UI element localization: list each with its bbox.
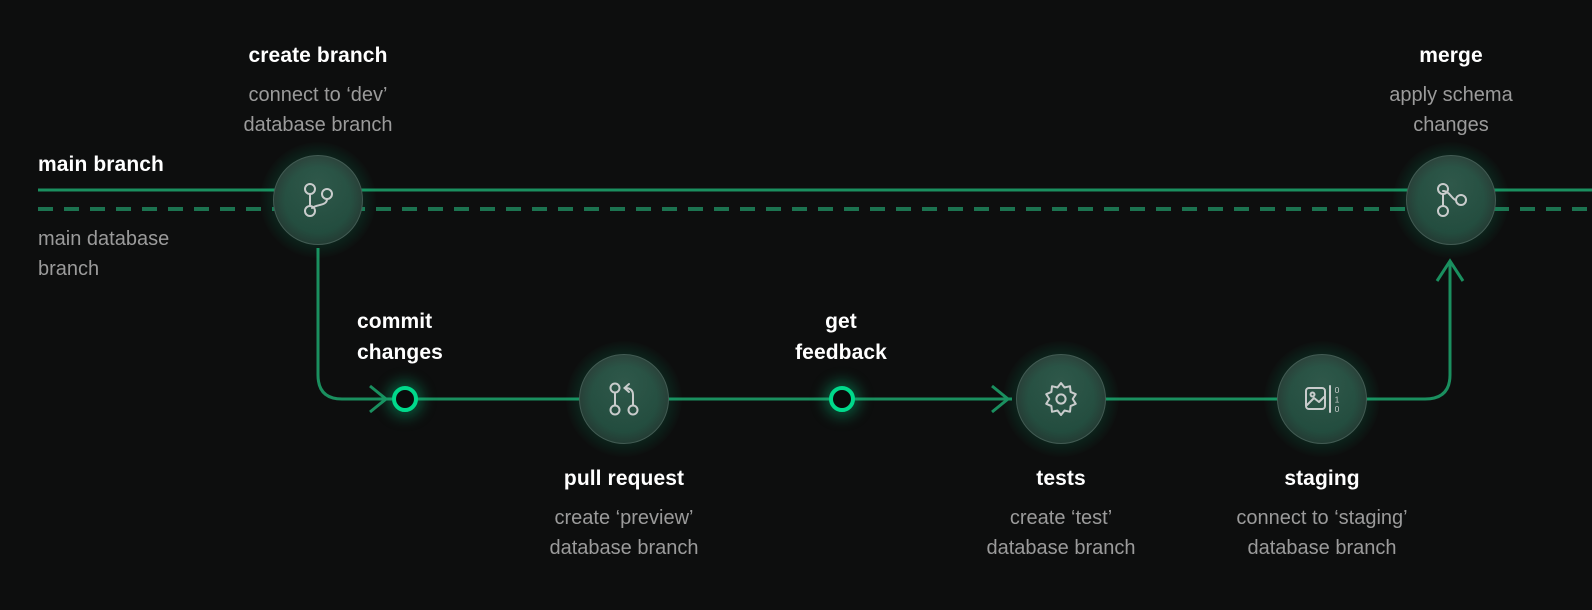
get-feedback-title-line2: feedback <box>795 341 887 364</box>
git-pull-request-icon <box>601 376 647 422</box>
node-commit-changes[interactable] <box>392 386 418 412</box>
node-get-feedback[interactable] <box>829 386 855 412</box>
staging-subtitle-line1: connect to ‘staging’ <box>1236 507 1408 529</box>
node-pull-request[interactable] <box>566 341 682 457</box>
merge-subtitle-line1: apply schema <box>1389 84 1513 106</box>
staging-title: staging <box>1284 467 1360 490</box>
image-binary-icon: 0 1 0 <box>1299 376 1345 422</box>
staging-to-merge-wire <box>1365 258 1465 401</box>
pull-request-title: pull request <box>563 467 685 490</box>
create-branch-subtitle-line1: connect to ‘dev’ <box>248 84 388 106</box>
tests-subtitle-line1: create ‘test’ <box>1009 507 1113 529</box>
staging-subtitle-line2: database branch <box>1247 537 1397 559</box>
git-branch-icon <box>295 177 341 223</box>
get-feedback-title-line1: get <box>825 310 857 333</box>
gear-icon <box>1038 376 1084 422</box>
merge-subtitle-line2: changes <box>1413 114 1489 136</box>
commit-changes-title-line2: changes <box>357 341 443 364</box>
feedback-to-tests-wire <box>843 384 1012 414</box>
svg-text:1: 1 <box>1335 395 1340 405</box>
commit-changes-title-line1: commit <box>357 310 433 333</box>
git-merge-icon <box>1428 177 1474 223</box>
node-staging[interactable]: 0 1 0 <box>1264 341 1380 457</box>
create-branch-title: create branch <box>248 44 388 67</box>
main-database-branch-label-line2: branch <box>38 258 100 280</box>
svg-text:0: 0 <box>1335 404 1340 414</box>
tests-title: tests <box>1036 467 1086 490</box>
pull-request-subtitle-line2: database branch <box>549 537 699 559</box>
create-branch-subtitle-line2: database branch <box>243 114 393 136</box>
svg-text:0: 0 <box>1335 385 1340 395</box>
merge-title: merge <box>1419 44 1483 67</box>
main-branch-label: main branch <box>38 153 164 176</box>
node-create-branch[interactable] <box>260 142 376 258</box>
node-merge[interactable] <box>1393 142 1509 258</box>
tests-subtitle-line2: database branch <box>986 537 1136 559</box>
pull-request-subtitle-line1: create ‘preview’ <box>554 507 694 529</box>
node-tests[interactable] <box>1003 341 1119 457</box>
main-database-branch-label-line1: main database <box>38 228 170 250</box>
